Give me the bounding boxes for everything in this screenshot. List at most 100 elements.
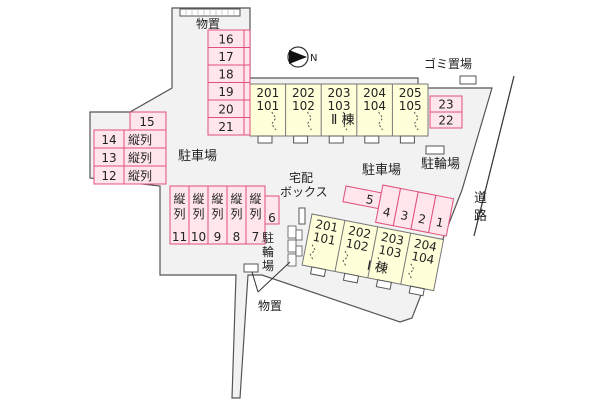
parking-number: 9: [214, 230, 222, 244]
bicycle-lane: [287, 225, 303, 267]
parking-tag: 縦: [249, 192, 261, 206]
entrance-step: [309, 266, 327, 278]
parking-number: 10: [191, 230, 206, 244]
unit-number-upper: 202: [347, 223, 372, 241]
unit-number-upper: 204: [363, 86, 386, 100]
unit-number-upper: 204: [413, 236, 438, 254]
stair-mark: [408, 263, 415, 280]
parking-number: 21: [218, 120, 233, 134]
storage-bottom-label: 物置: [258, 299, 282, 313]
stair-mark: [309, 244, 316, 261]
unit-number-upper: 203: [328, 86, 351, 100]
delivery-box-label-2: ボックス: [280, 185, 328, 199]
compass-north: N: [310, 53, 317, 64]
unit-number-upper: 203: [380, 230, 405, 248]
unit-divider: [367, 226, 379, 278]
parking-number: 4: [382, 205, 392, 220]
parking-tag: 列: [249, 207, 261, 221]
parking-slot: [264, 195, 280, 225]
entrance-step: [364, 135, 380, 144]
parking-number: 5: [365, 192, 375, 207]
parking-number: 11: [172, 230, 187, 244]
storage-bottom-leader: [257, 261, 291, 293]
unit-number-upper: 202: [292, 86, 315, 100]
storage-top-hatch: [185, 9, 235, 16]
bicycle-vertical-label: 駐 輪 場: [262, 230, 278, 273]
building-2-label: Ⅱ 棟: [331, 113, 355, 128]
unit-number-lower: 102: [345, 236, 370, 254]
parking-number: 19: [218, 85, 233, 99]
parking-top-column: 16 17 18 19 20 21: [207, 29, 251, 136]
parking-slot-tab: [243, 82, 251, 101]
parking-tag: 縦: [173, 192, 185, 206]
parking-tag: 縦: [230, 192, 242, 206]
parking-tag: 列: [192, 207, 204, 221]
parking-number: 7: [252, 230, 260, 244]
unit-number-lower: 103: [328, 99, 351, 113]
parking-number: 23: [438, 98, 453, 112]
parking-number: 20: [218, 103, 233, 117]
entrance-step: [328, 135, 344, 144]
parking-number: 17: [218, 50, 233, 64]
parking-slot: [429, 111, 463, 129]
parking-tag: 列: [173, 207, 185, 221]
parking-number: 3: [399, 208, 409, 223]
unit-number-lower: 105: [399, 99, 422, 113]
entrance-step: [375, 279, 392, 290]
road-edge: [473, 75, 515, 237]
compass: N: [287, 46, 317, 68]
unit-number-lower: 104: [410, 249, 435, 267]
entrance-step: [293, 135, 309, 144]
garbage-area: [459, 75, 477, 85]
parking-tag: 縦: [211, 192, 223, 206]
delivery-box: [298, 207, 306, 225]
parking-number: 22: [438, 114, 453, 128]
unit-number-upper: 205: [399, 86, 422, 100]
parking-mid-label: 駐車場: [362, 163, 401, 178]
parking-slot: [428, 194, 455, 237]
parking-number: 14: [101, 133, 116, 147]
building-1-label: Ⅰ 棟: [366, 259, 389, 278]
parking-number: 1: [435, 215, 445, 230]
garbage-label: ゴミ置場: [424, 56, 472, 71]
unit-divider: [334, 220, 346, 272]
parking-slot-tab: [243, 29, 251, 48]
parking-number: 13: [101, 151, 116, 165]
parking-slot-tab: [243, 117, 251, 136]
unit-number-lower: 102: [292, 99, 315, 113]
unit-number-upper: 201: [256, 86, 279, 100]
delivery-box-label-1: 宅配: [289, 170, 313, 185]
parking-slot: [93, 165, 167, 185]
unit-number-lower: 104: [363, 99, 386, 113]
parking-tag: 列: [211, 207, 223, 221]
parking-number: 18: [218, 68, 233, 82]
unit-number-lower: 101: [312, 230, 337, 248]
parking-number: 12: [101, 169, 116, 183]
unit-number-upper: 201: [314, 217, 339, 235]
entrance-step: [408, 285, 425, 297]
parking-tag: 縦列: [128, 151, 152, 165]
parking-tag: 縦列: [128, 133, 152, 147]
bicycle-area: [425, 145, 445, 155]
parking-number: 6: [268, 211, 276, 225]
road-label: 道 路: [474, 191, 491, 224]
parking-number: 2: [417, 212, 427, 227]
entrance-step: [342, 272, 360, 284]
stair-mark: [342, 250, 349, 267]
parking-tag: 列: [230, 207, 242, 221]
storage-bottom: [243, 263, 259, 273]
entrance-step: [399, 135, 415, 144]
stair-mark: [375, 257, 382, 274]
parking-tag: 縦: [192, 192, 204, 206]
parking-slot-tab: [243, 99, 251, 118]
parking-number: 16: [218, 33, 233, 47]
parking-tag: 縦列: [128, 169, 152, 183]
unit-number-lower: 103: [377, 243, 402, 261]
entrance-step: [257, 135, 273, 144]
